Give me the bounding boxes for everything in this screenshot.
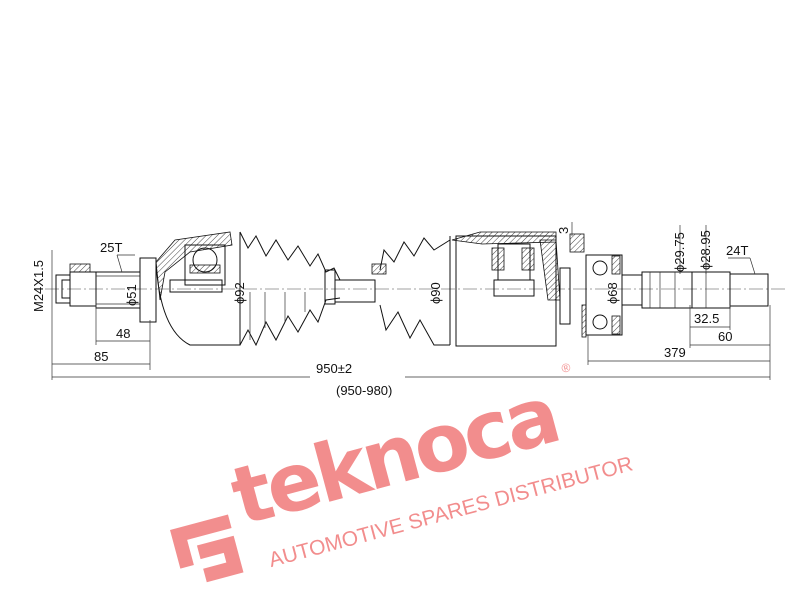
outer-cv-joint: [155, 231, 241, 346]
inner-shaft: [621, 271, 769, 309]
brand-logo-mark: [170, 514, 244, 583]
outer-spline-diameter: ϕ51: [124, 284, 139, 306]
registered-mark: ®: [560, 360, 572, 376]
inner-boot: [371, 236, 451, 346]
inner-shaft-diameter-1: ϕ29.75: [672, 232, 687, 272]
outer-boot-diameter: ϕ92: [232, 282, 247, 304]
inner-boot-diameter: ϕ90: [428, 282, 443, 304]
dim-inner-spline-length: 60: [718, 329, 732, 344]
dim-total-range: (950-980): [336, 383, 392, 398]
dim-inner-spline-step: 32.5: [694, 311, 719, 326]
bearing-diameter: ϕ68: [605, 282, 620, 304]
inner-spline-label: 24T: [726, 243, 748, 258]
dim-outer-spline-length: 48: [116, 326, 130, 341]
outer-boot: [239, 231, 341, 347]
dim-total-length: 950±2: [316, 361, 352, 376]
brand-watermark: teknoca AUTOMOTIVE SPARES DISTRIBUTOR ®: [170, 360, 635, 583]
shaft: [334, 279, 376, 303]
thread-label: M24X1.5: [31, 260, 46, 312]
bearing: [569, 233, 623, 338]
bearing-offset: 3: [556, 227, 571, 234]
inner-housing: [451, 231, 571, 347]
inner-shaft-diameter-2: ϕ28.95: [698, 230, 713, 270]
dim-inner-length: 379: [664, 345, 686, 360]
dimension-lines: [51, 222, 771, 380]
outer-spline-label: 25T: [100, 240, 122, 255]
outer-stub: [55, 257, 157, 323]
dim-outer-stub-length: 85: [94, 349, 108, 364]
